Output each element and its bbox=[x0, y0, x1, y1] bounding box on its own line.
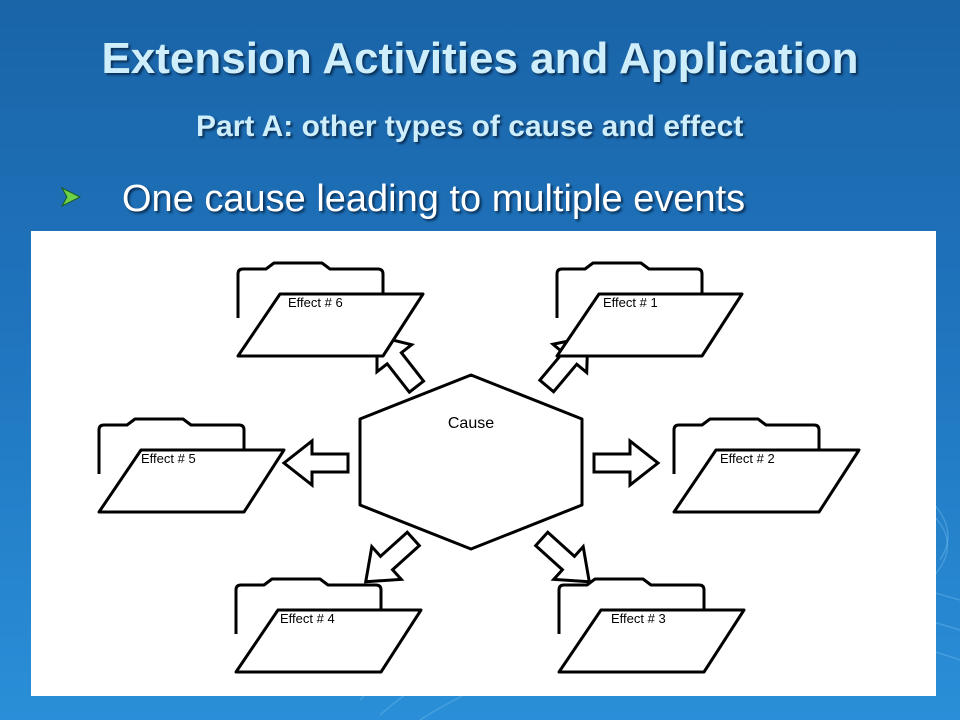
arrow-to-effect-5 bbox=[282, 439, 350, 487]
effect-folder-5: Effect # 5 bbox=[97, 417, 286, 514]
effect-folder-2: Effect # 2 bbox=[672, 417, 861, 514]
effect-folder-4: Effect # 4 bbox=[234, 577, 423, 674]
effect-2-label: Effect # 2 bbox=[720, 451, 775, 466]
arrow-bullet-icon bbox=[60, 186, 82, 208]
arrow-to-effect-2 bbox=[592, 439, 660, 487]
bullet-text: One cause leading to multiple events bbox=[122, 178, 746, 220]
cause-label: Cause bbox=[448, 415, 494, 432]
slide-subtitle: Part A: other types of cause and effect bbox=[196, 110, 744, 143]
effect-folder-6: Effect # 6 bbox=[236, 261, 425, 358]
slide-title: Extension Activities and Application bbox=[101, 34, 859, 83]
cause-effect-diagram: Cause Effect # 6 Effect # 1 Effect # 5 E… bbox=[31, 231, 936, 696]
effect-4-label: Effect # 4 bbox=[280, 611, 335, 626]
effect-6-label: Effect # 6 bbox=[288, 295, 343, 310]
effect-1-label: Effect # 1 bbox=[603, 295, 658, 310]
effect-folder-3: Effect # 3 bbox=[557, 577, 746, 674]
effect-3-label: Effect # 3 bbox=[611, 611, 666, 626]
cause-hexagon bbox=[358, 373, 584, 551]
effect-folder-1: Effect # 1 bbox=[555, 261, 744, 358]
effect-5-label: Effect # 5 bbox=[141, 451, 196, 466]
